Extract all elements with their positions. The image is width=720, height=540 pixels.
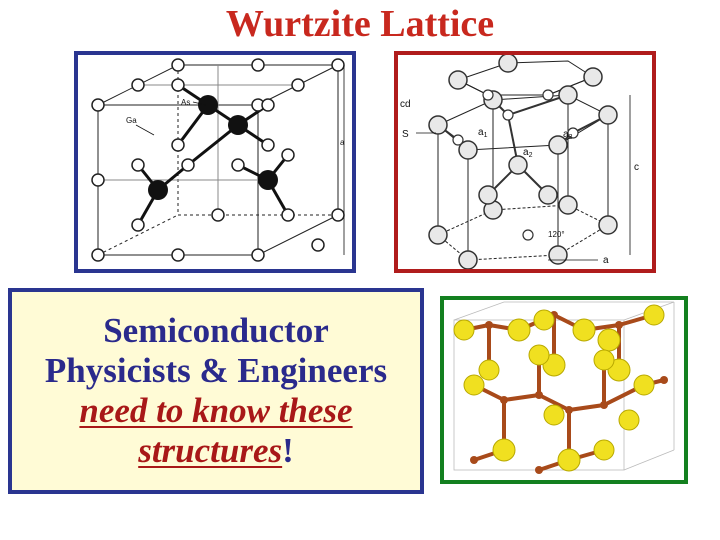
wurtzite-figure: cd S a1 a2 a3 c 120° a <box>394 51 656 273</box>
label-s: S <box>402 129 409 140</box>
label-a: a <box>603 255 609 266</box>
zincblende-figure: As Ga a <box>74 51 356 273</box>
label-cd: cd <box>400 99 411 110</box>
label-a1: a1 <box>478 127 488 139</box>
callout-box: Semiconductor Physicists & Engineers nee… <box>8 288 424 494</box>
callout-line-4-suffix: ! <box>282 431 294 470</box>
ball-stick-figure <box>440 296 688 484</box>
label-anion: Ga <box>126 116 137 125</box>
callout-line-4: structures! <box>138 431 294 471</box>
ball-stick-diagram <box>453 301 675 474</box>
label-c: c <box>634 162 639 173</box>
label-angle: 120° <box>548 230 565 239</box>
label-dimension: a <box>340 138 345 147</box>
callout-line-2: Physicists & Engineers <box>44 351 388 390</box>
label-a2: a2 <box>523 147 533 159</box>
zincblende-diagram: As Ga a <box>91 58 345 262</box>
callout-line-4-main: structures <box>138 431 283 470</box>
label-cation: As <box>181 98 190 107</box>
callout-line-1: Semiconductor <box>103 311 329 350</box>
wurtzite-diagram: cd S a1 a2 a3 c 120° a <box>400 55 639 269</box>
slide-title: Wurtzite Lattice <box>225 3 495 45</box>
callout-line-3: need to know these <box>79 391 353 430</box>
label-a3: a3 <box>563 129 573 141</box>
